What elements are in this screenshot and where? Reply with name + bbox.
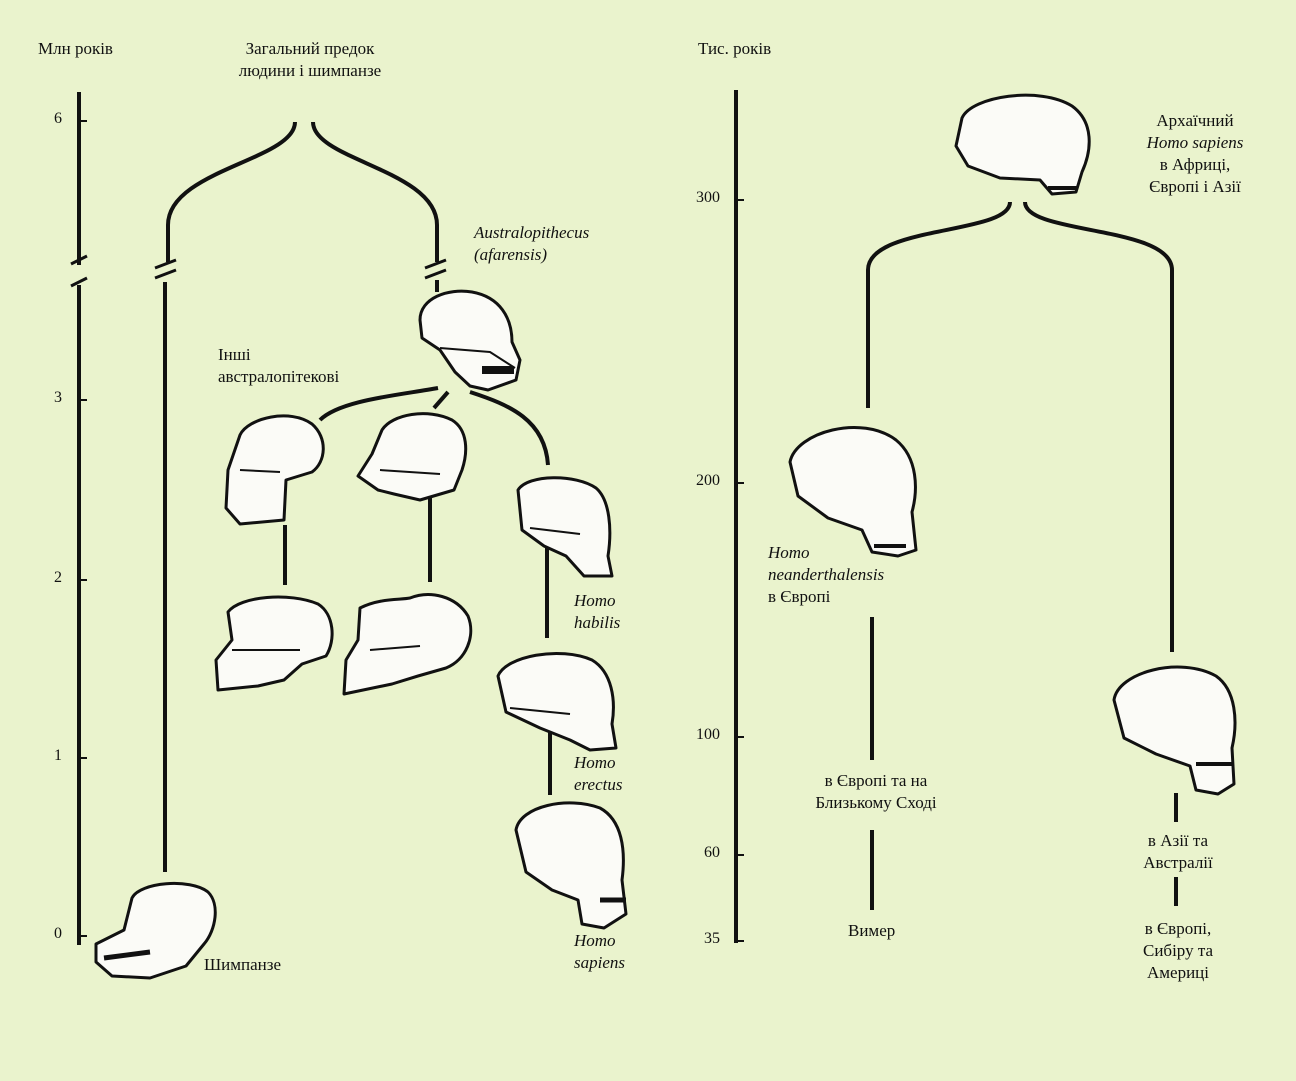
tick-label-300: 300 bbox=[684, 189, 720, 207]
boisei-skull-icon bbox=[216, 597, 332, 690]
tick-label-3: 3 bbox=[26, 389, 62, 407]
chimpanzee-label: Шимпанзе bbox=[204, 954, 281, 976]
tick-label-200: 200 bbox=[684, 472, 720, 490]
tick-label-0: 0 bbox=[26, 925, 62, 943]
homo-sapiens-label: Homo sapiens bbox=[574, 930, 625, 974]
afarensis-skull-icon bbox=[420, 291, 520, 390]
australopithecus-label: Australopithecus (afarensis) bbox=[474, 222, 589, 266]
modern-sapiens-skull-icon bbox=[1114, 667, 1235, 794]
extinct-label: Вимер bbox=[848, 920, 895, 942]
aethiopicus-skull-icon bbox=[358, 414, 466, 500]
axis-break-mark bbox=[71, 278, 87, 286]
tick-label-100: 100 bbox=[684, 726, 720, 744]
homo-sapiens-skull-icon bbox=[516, 803, 626, 928]
tick-label-1: 1 bbox=[26, 747, 62, 765]
europe-siberia-america-label: в Європі, Сибіру та Америці bbox=[1110, 918, 1246, 984]
homo-erectus-skull-icon bbox=[498, 653, 616, 750]
asia-australia-label: в Азії та Австралії bbox=[1110, 830, 1246, 874]
archaic-branch-right bbox=[1025, 202, 1172, 652]
chimpanzee-skull-icon bbox=[96, 883, 215, 978]
homo-habilis-skull-icon bbox=[518, 478, 612, 576]
branch-break-mark bbox=[425, 270, 446, 278]
archaic-branch-left bbox=[868, 202, 1010, 408]
tick-label-35: 35 bbox=[684, 930, 720, 948]
branch-to-others-2 bbox=[434, 392, 448, 408]
common-ancestor-label: Загальний предок людини і шимпанзе bbox=[220, 38, 400, 82]
robustus-skull-icon bbox=[226, 416, 323, 524]
archaic-sapiens-label: Архаїчний Homo sapiens в Африці, Європі … bbox=[1120, 110, 1270, 198]
neanderthal-label: Homo neanderthalensis в Європі bbox=[768, 542, 884, 608]
tick-label-2: 2 bbox=[26, 569, 62, 587]
tick-label-60: 60 bbox=[684, 844, 720, 862]
tick-label-6: 6 bbox=[26, 110, 62, 128]
archaic-sapiens-skull-icon bbox=[956, 95, 1089, 194]
homo-erectus-label: Homo erectus bbox=[574, 752, 622, 796]
neanderthal-range-label: в Європі та на Близькому Сході bbox=[796, 770, 956, 814]
branch-to-homo bbox=[470, 392, 548, 465]
right-axis-title: Тис. років bbox=[698, 38, 771, 60]
left-axis-title: Млн років bbox=[38, 38, 113, 60]
africanus-skull-icon bbox=[344, 595, 471, 694]
ancestor-branch-right bbox=[313, 122, 437, 262]
other-australopithecines-label: Інші австралопітекові bbox=[218, 344, 339, 388]
homo-habilis-label: Homo habilis bbox=[574, 590, 620, 634]
branch-break-mark bbox=[155, 270, 176, 278]
neanderthal-skull-icon bbox=[790, 427, 916, 556]
ancestor-branch-left bbox=[168, 122, 295, 262]
branch-break-mark bbox=[155, 260, 176, 268]
